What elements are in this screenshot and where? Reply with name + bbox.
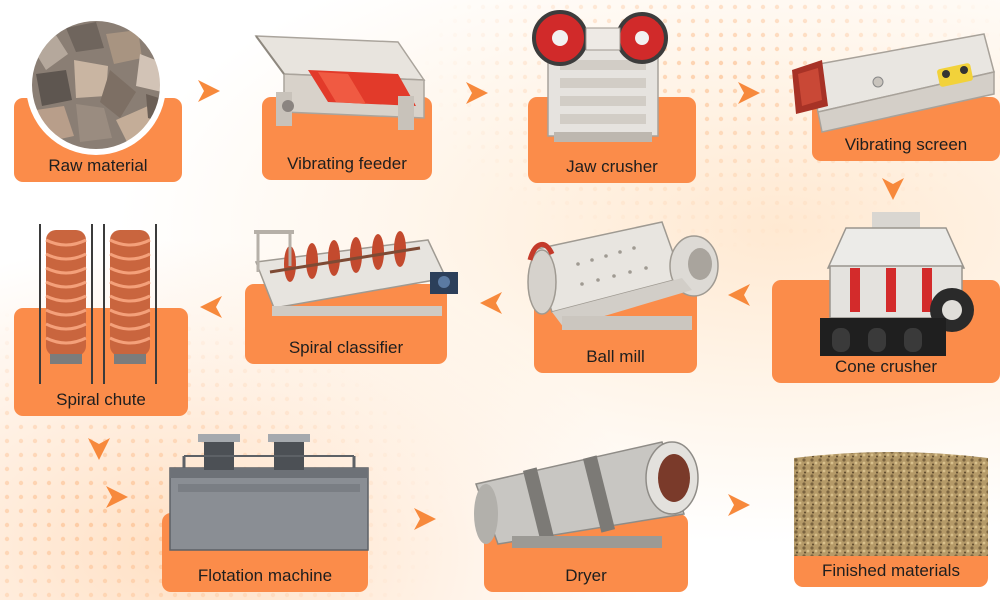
spiral-classifier-image (254, 230, 458, 316)
finished-materials-image (794, 452, 988, 556)
ball-mill-image (527, 221, 719, 330)
flow-arrow-left-icon (480, 292, 502, 314)
dryer-image (474, 441, 699, 548)
jaw-crusher-image (532, 10, 668, 142)
flow-arrow-left-icon (728, 284, 750, 306)
step-label: Spiral chute (14, 308, 188, 416)
raw-ore-image (26, 15, 166, 155)
flow-arrow-right-icon (414, 508, 436, 530)
flow-arrow-right-icon (728, 494, 750, 516)
cone-crusher-image (820, 212, 974, 356)
flow-arrow-down-icon (882, 178, 904, 200)
flow-arrow-left-icon (200, 296, 222, 318)
flow-arrow-right-icon (198, 80, 220, 102)
flow-arrow-right-icon (738, 82, 760, 104)
flotation-machine-image (169, 434, 369, 551)
flow-arrow-right-icon (466, 82, 488, 104)
vibrating-feeder-image (254, 35, 426, 130)
spiral-chute-image (39, 224, 157, 384)
vibrating-screen-image (792, 33, 995, 133)
flow-arrow-down-icon (88, 438, 110, 460)
flow-arrow-right-icon (106, 486, 128, 508)
